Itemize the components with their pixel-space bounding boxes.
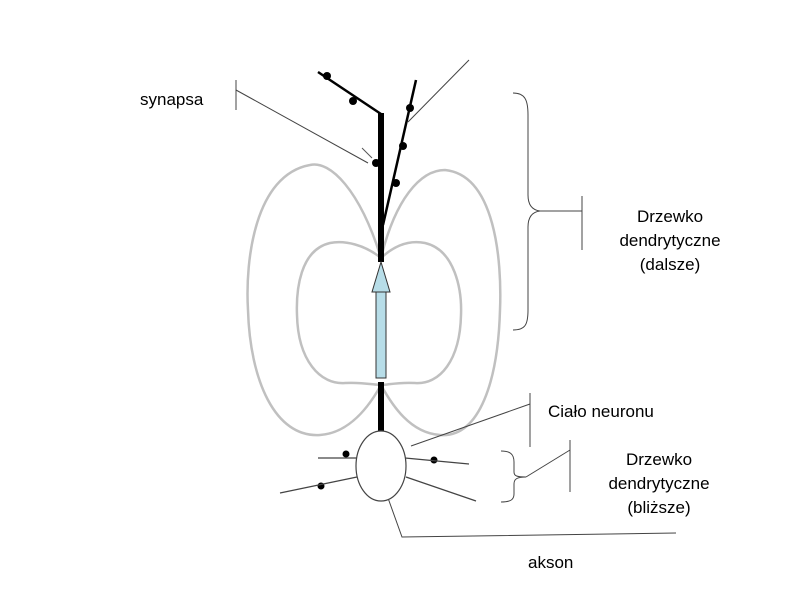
synapse-dot	[399, 142, 407, 150]
distal-brace	[512, 92, 541, 331]
axon-label: akson	[528, 553, 574, 572]
proximal-tree-label-line: Drzewko	[625, 450, 693, 469]
synapse-dot	[406, 104, 414, 112]
soma-label: Ciało neuronu	[548, 402, 654, 421]
synapse-label: synapsa	[140, 90, 204, 109]
field-line-right-outer	[379, 168, 502, 437]
field-line-left-inner	[295, 241, 382, 387]
basal-dendrites	[279, 457, 477, 502]
synapse-dot	[430, 456, 438, 464]
distal-tree-label: Drzewko dendrytyczne (dalsze)	[619, 205, 720, 277]
field-line-right-inner	[380, 241, 463, 387]
dipole-field-lines	[246, 163, 502, 437]
proximal-tree-label-line: (bliższe)	[627, 498, 691, 517]
synapses	[317, 72, 438, 490]
synapse-dot	[372, 159, 380, 167]
soma	[355, 430, 407, 502]
synapse-dot	[342, 450, 350, 458]
axon	[387, 497, 677, 538]
current-arrow-icon	[371, 260, 391, 379]
distal-tree-label-line: dendrytyczne	[619, 231, 721, 250]
synapse-dot	[392, 179, 400, 187]
proximal-tree-label: Drzewko dendrytyczne (bliższe)	[608, 448, 709, 520]
distal-tree-label-line: Drzewko	[636, 207, 704, 226]
proximal-tree-label-line: dendrytyczne	[608, 474, 710, 493]
right-branch	[381, 79, 418, 226]
distal-tree-label-line: (dalsze)	[639, 255, 701, 274]
proximal-brace	[500, 450, 527, 503]
synapse-dot	[349, 97, 357, 105]
field-line-left-outer	[246, 163, 383, 437]
pointer-lines	[235, 59, 677, 538]
synapse-dot	[323, 72, 331, 80]
